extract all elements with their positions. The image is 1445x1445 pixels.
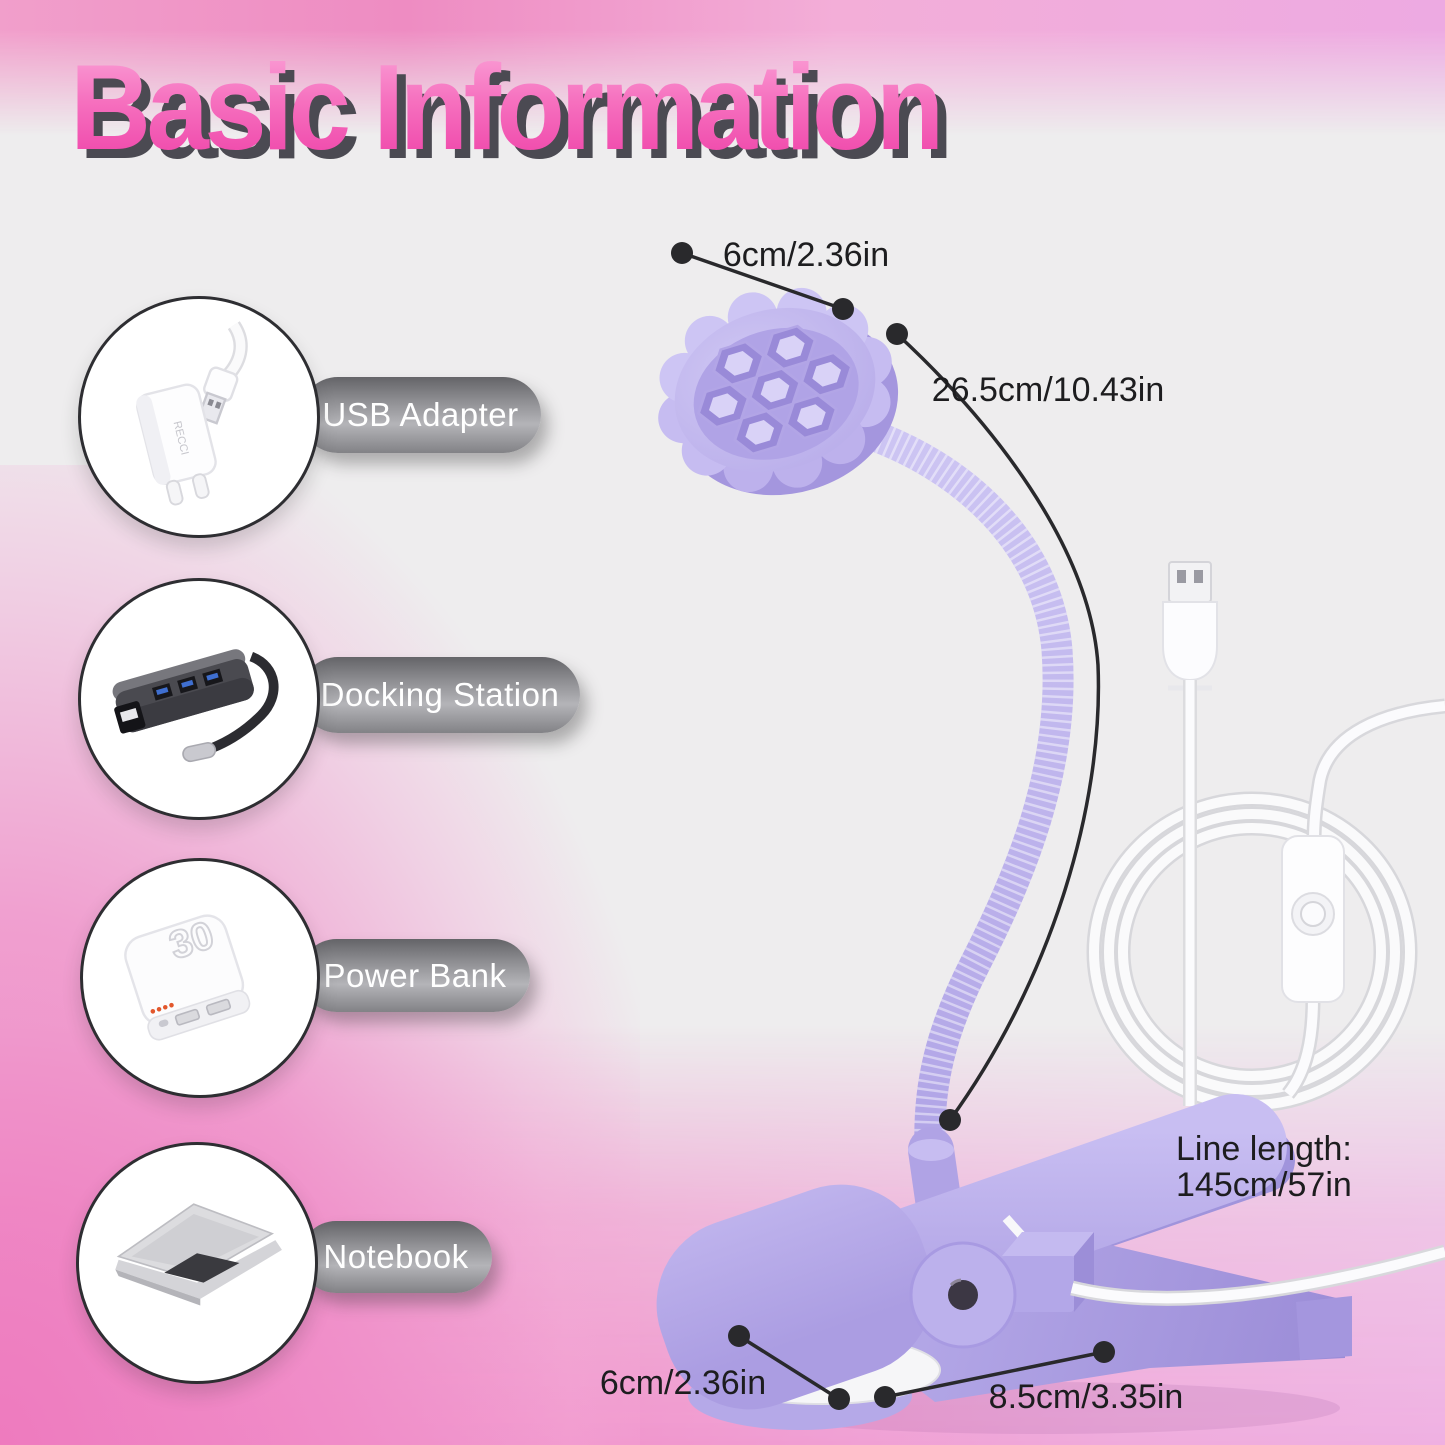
page-title-shadow: Basic Information xyxy=(79,49,953,183)
neck-length-curve xyxy=(895,332,1101,1122)
coiled-cable xyxy=(1086,791,1418,1113)
page-title-text: Basic Information xyxy=(70,39,944,175)
head-width-measurement: 6cm/2.36in xyxy=(723,236,889,274)
top-pink-gradient xyxy=(0,0,1445,135)
clamp-width-measurement: 6cm/2.36in xyxy=(600,1364,766,1402)
line-length-value: 145cm/57in xyxy=(1176,1166,1352,1204)
usb-connector xyxy=(1162,561,1218,691)
power-bank-label: Power Bank xyxy=(323,956,507,994)
usb-adapter-photo-circle: RECCI xyxy=(78,296,320,538)
neck-length-measurement: 26.5cm/10.43in xyxy=(932,371,1165,409)
usb-adapter-label-pill: USB Adapter xyxy=(300,377,541,453)
clamp-depth-line xyxy=(884,1350,1105,1399)
head-width-line xyxy=(681,251,844,311)
notebook-photo-circle xyxy=(76,1142,318,1384)
docking-station-label-pill: Docking Station xyxy=(300,657,580,733)
power-bank-image: 30 xyxy=(124,913,251,1041)
clamp-width-line xyxy=(738,1334,840,1401)
docking-station-label: Docking Station xyxy=(320,676,560,713)
page-title: Basic Information Basic Information xyxy=(70,40,1170,210)
cable-from-right xyxy=(1282,698,1445,1099)
clamp-paddle xyxy=(656,1184,934,1410)
notebook-label-pill: Notebook xyxy=(300,1221,492,1293)
clamp-foot xyxy=(1296,1296,1352,1360)
lamp-head xyxy=(658,287,899,496)
power-bank-photo-circle: 30 xyxy=(80,858,320,1098)
docking-station-photo-circle xyxy=(78,578,320,820)
usb-adapter-label: USB Adapter xyxy=(322,396,519,433)
notebook-image xyxy=(115,1203,282,1306)
dimension-lines xyxy=(681,251,1105,1401)
power-bank-label-pill: Power Bank xyxy=(300,939,530,1012)
dimension-dots xyxy=(671,242,1115,1410)
usb-adapter-image: RECCI xyxy=(136,321,248,506)
pivot-hole xyxy=(948,1280,978,1310)
clamp-depth-measurement: 8.5cm/3.35in xyxy=(989,1378,1184,1416)
gooseneck xyxy=(842,414,1074,1164)
cable-from-clamp xyxy=(1070,1244,1445,1306)
clamp xyxy=(656,1094,1352,1430)
notebook-label: Notebook xyxy=(323,1238,469,1275)
line-length-label: Line length: xyxy=(1176,1130,1352,1168)
docking-station-image xyxy=(112,649,279,763)
cable-switch xyxy=(1281,835,1345,1003)
